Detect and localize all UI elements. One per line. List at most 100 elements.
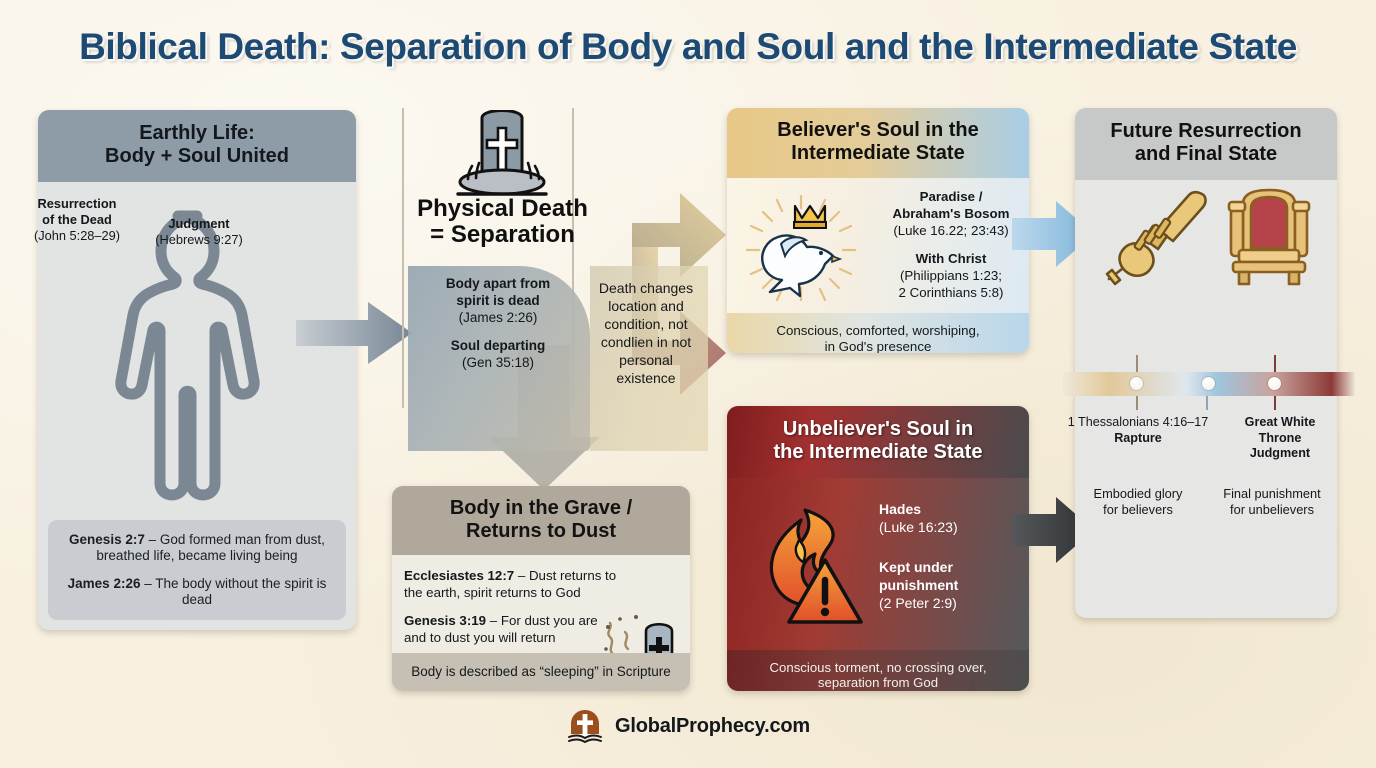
grave-ref-2-text: – For dust you are and to dust you will … <box>404 613 598 646</box>
arrow-earthly-to-death <box>296 302 412 364</box>
believer-t2-line1: With Christ <box>915 250 987 266</box>
future-header-line2: and Final State <box>1134 142 1278 165</box>
grave-header: Body in the Grave / Returns to Dust <box>392 486 690 555</box>
timeline-stem-1-top <box>1136 355 1138 375</box>
timeline-stem-2-top <box>1274 355 1276 375</box>
death-left-b1: Body apart from <box>445 276 551 291</box>
unbeliever-t2-line2: punishment <box>879 577 959 594</box>
tl2-line1: Great White <box>1244 415 1316 429</box>
future-sub-unbelievers: Final punishment for unbelievers <box>1204 486 1340 518</box>
death-left-ref2: (Gen 35:18) <box>461 354 535 370</box>
believer-t2-ref1: (Philippians 1:23; <box>899 267 1002 283</box>
earthly-note-2-text: – The body without the spirit is dead <box>140 575 327 607</box>
divider-left <box>402 108 404 408</box>
panel-physical-death: Physical Death = Separation Body apart f… <box>400 108 708 451</box>
panel-believer-soul: Believer's Soul in the Intermediate Stat… <box>727 108 1029 353</box>
earthly-note-2: James 2:26 – The body without the spirit… <box>56 576 338 608</box>
panel-earthly-life: Earthly Life: Body + Soul United Genesis… <box>38 110 356 630</box>
arrow-believer-to-future <box>1012 201 1094 267</box>
timeline-dot-rapture <box>1130 377 1143 390</box>
gravestone-cross-icon <box>456 110 548 196</box>
tl1-line2: Rapture <box>1114 430 1162 445</box>
future-caption-resurrection: Resurrection of the Dead (John 5:28–29) <box>12 196 142 244</box>
future-sub-believers: Embodied glory for believers <box>1078 486 1198 518</box>
unbeliever-t1-ref: (Luke 16:23) <box>879 518 958 535</box>
believer-footer: Conscious, comforted, worshiping, in God… <box>727 312 1029 353</box>
spacer <box>879 536 1019 558</box>
earthly-note-1-line2: breathed life, became living being <box>96 548 298 564</box>
fsub2-line1: Final punishment <box>1223 486 1321 501</box>
grave-ref-1: Ecclesiastes 12:7 – Dust returns to the … <box>404 567 622 602</box>
arrow-unbeliever-to-future <box>1012 497 1094 563</box>
physical-death-title-line2: = Separation <box>430 221 575 249</box>
earthly-life-header-line2: Body + Soul United <box>105 144 289 167</box>
grave-ref-2: Genesis 3:19 – For dust you are and to d… <box>404 612 622 647</box>
unbeliever-footer: Conscious torment, no crossing over, sep… <box>727 649 1029 691</box>
spacer <box>877 239 1025 250</box>
cap-jud-line1: Judgment <box>168 216 230 231</box>
person-silhouette-icon <box>115 210 260 501</box>
footer: GlobalProphecy.com <box>0 707 1376 750</box>
believer-body: Paradise / Abraham's Bosom (Luke 16.22; … <box>727 177 1029 313</box>
earthly-note-1-line1: God formed man from dust, <box>159 532 325 548</box>
tl2-line3: Judgment <box>1249 446 1311 461</box>
throne-icon <box>1227 188 1311 286</box>
brand-name: GlobalProphecy.com <box>615 714 810 737</box>
physical-death-title: Physical Death = Separation <box>400 195 605 249</box>
believer-t2-ref2: 2 Corinthians 5:8) <box>898 284 1004 300</box>
cap-jud-ref: (Hebrews 9:27) <box>155 231 243 247</box>
timeline-label-judgment: Great White Throne Judgment <box>1228 415 1332 462</box>
death-left-b2: spirit is dead <box>456 292 540 308</box>
earthly-note-1-ref: Genesis 2:7 <box>69 532 145 548</box>
timeline-strip <box>1063 372 1355 396</box>
believer-footer-line2: in God's presence <box>824 338 932 353</box>
timeline-label-rapture: 1 Thessalonians 4:16–17 Rapture <box>1053 415 1223 446</box>
timeline-stem-1-bottom <box>1136 396 1138 410</box>
tl1-line1: 1 Thessalonians 4:16–17 <box>1067 415 1209 429</box>
brand-lockup[interactable]: GlobalProphecy.com <box>566 707 810 745</box>
unbeliever-text: Hades (Luke 16:23) Kept under punishment… <box>879 500 1019 613</box>
death-left-b3: Soul departing <box>450 337 546 353</box>
future-header-line1: Future Resurrection <box>1110 120 1302 142</box>
unbeliever-header: Unbeliever's Soul in the Intermediate St… <box>727 406 1029 478</box>
timeline-dot-middle <box>1202 377 1215 390</box>
unbeliever-footer-line1: Conscious torment, no crossing over, <box>769 659 987 675</box>
death-right-backdrop <box>590 266 708 451</box>
earthly-note-1: Genesis 2:7 – God formed man from dust, … <box>56 532 338 564</box>
unbeliever-header-line2: the Intermediate State <box>773 440 983 463</box>
grave-footer: Body is described as “sleeping” in Scrip… <box>392 652 690 691</box>
dash-1: – <box>144 532 160 548</box>
divider-middle <box>572 108 574 408</box>
cap-res-ref: (John 5:28–29) <box>33 227 121 243</box>
tl2-line2: Throne <box>1258 430 1302 445</box>
earthly-note-2-ref: James 2:26 <box>67 575 141 591</box>
unbeliever-footer-line2: separation from God <box>817 675 939 691</box>
believer-header-line2: Intermediate State <box>791 141 965 164</box>
unbeliever-t2-ref: (2 Peter 2:9) <box>879 595 957 612</box>
believer-footer-line1: Conscious, comforted, worshiping, <box>776 322 980 338</box>
future-icons <box>1075 186 1337 296</box>
unbeliever-header-line1: Unbeliever's Soul in <box>782 418 974 440</box>
believer-header-line1: Believer's Soul in the <box>777 119 979 141</box>
believer-text: Paradise / Abraham's Bosom (Luke 16.22; … <box>877 188 1025 301</box>
grave-ref-2-label: Genesis 3:19 <box>404 613 487 629</box>
unbeliever-t1-line1: Hades <box>879 500 922 517</box>
physical-death-left-text: Body apart from spirit is dead (James 2:… <box>410 276 586 371</box>
earthly-life-header: Earthly Life: Body + Soul United <box>38 110 356 182</box>
spacer <box>56 565 338 576</box>
grave-ref-1-text: – Dust returns to the earth, spirit retu… <box>404 567 617 600</box>
panel-unbeliever-soul: Unbeliever's Soul in the Intermediate St… <box>727 406 1029 691</box>
believer-t1-line2: Abraham's Bosom <box>892 205 1010 221</box>
timeline-dot-judgment <box>1268 377 1281 390</box>
believer-header: Believer's Soul in the Intermediate Stat… <box>727 108 1029 178</box>
death-left-ref1: (James 2:26) <box>458 309 538 325</box>
believer-t1-line1: Paradise / <box>919 188 983 204</box>
grave-ref-1-label: Ecclesiastes 12:7 <box>404 567 515 583</box>
earthly-life-scriptures: Genesis 2:7 – God formed man from dust, … <box>48 520 346 620</box>
panel-future-resurrection: Future Resurrection and Final State <box>1075 108 1337 618</box>
earthly-life-header-line1: Earthly Life: <box>139 122 255 144</box>
grave-header-line2: Returns to Dust <box>466 519 616 542</box>
cap-res-line1: Resurrection <box>37 196 117 211</box>
physical-death-right-text: Death changes location and condition, no… <box>598 280 694 386</box>
